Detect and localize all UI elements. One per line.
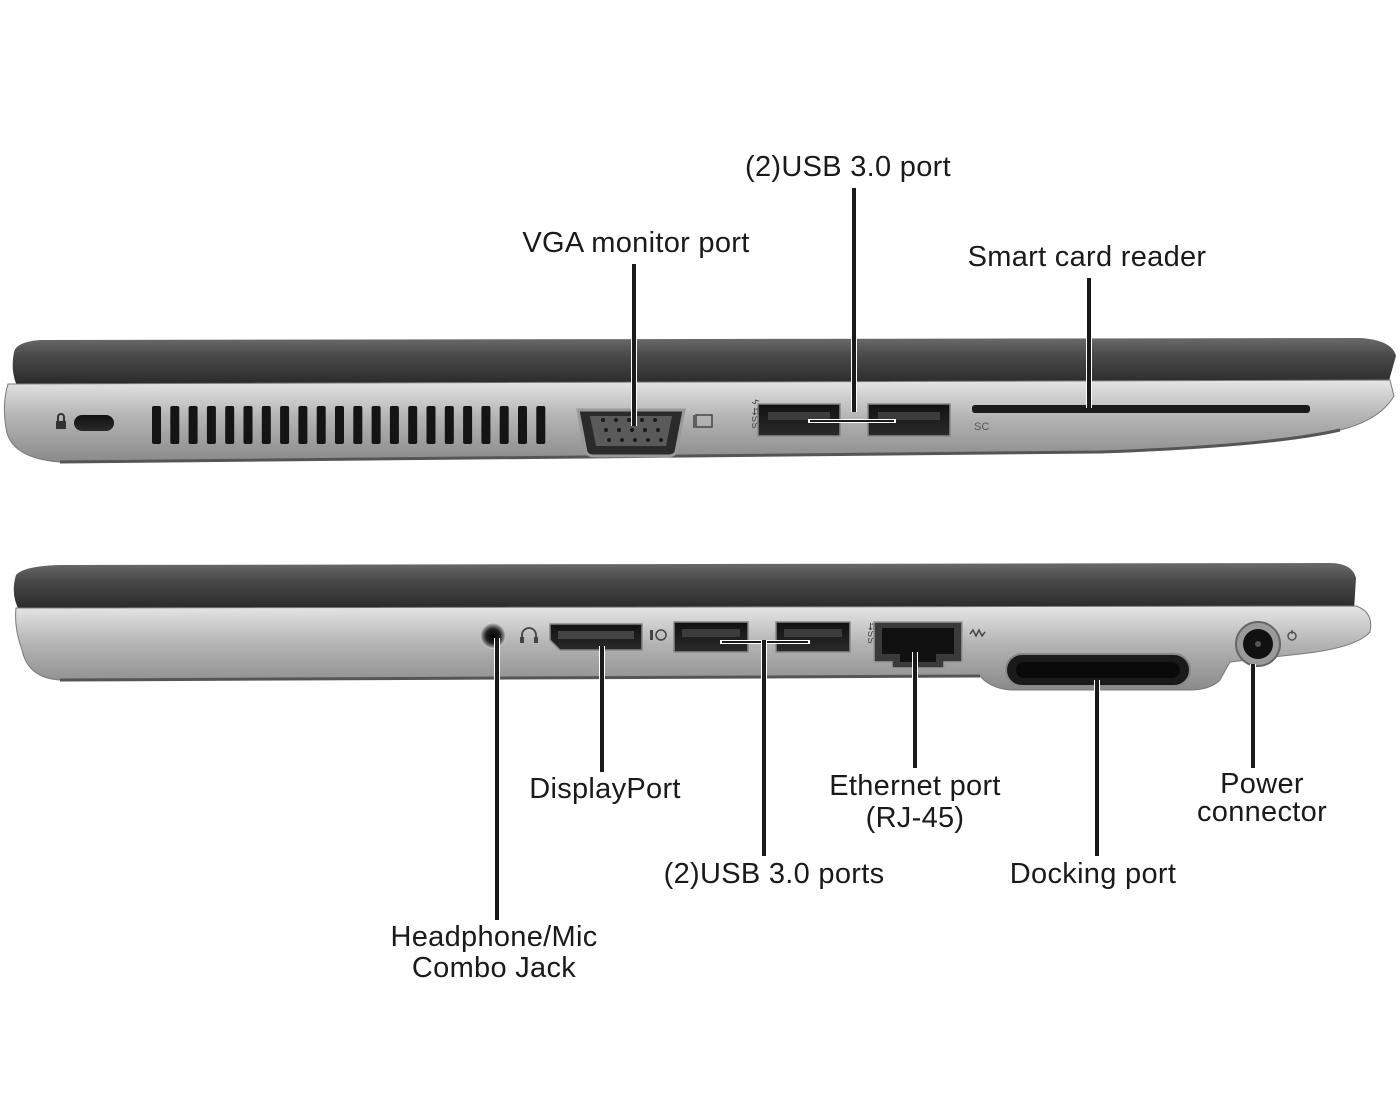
leader-displayport bbox=[599, 646, 605, 772]
vent-slot bbox=[389, 406, 399, 444]
vga-pin bbox=[620, 438, 624, 442]
lock-icon bbox=[56, 413, 66, 429]
leader-usb-top-branch bbox=[810, 420, 894, 422]
vga-pin bbox=[659, 438, 663, 442]
displayport-icon bbox=[650, 629, 667, 641]
vent-slot bbox=[371, 406, 381, 444]
vent-slot bbox=[353, 406, 363, 444]
vent-slot bbox=[243, 406, 253, 444]
vent-slot bbox=[152, 406, 161, 444]
label-headphone-line1: Headphone/Mic bbox=[390, 921, 598, 953]
label-usb-top: (2)USB 3.0 port bbox=[745, 151, 951, 183]
bottom-lid bbox=[13, 563, 1356, 612]
label-ethernet-line1: Ethernet port bbox=[829, 770, 1001, 802]
bottom-base-shadow bbox=[59, 674, 981, 682]
svg-text:SS⇆ ϟ: SS⇆ ϟ bbox=[751, 399, 762, 429]
vga-pin bbox=[627, 418, 631, 422]
leader-vga bbox=[631, 264, 637, 426]
label-usb-bottom: (2)USB 3.0 ports bbox=[663, 858, 885, 890]
vga-pins bbox=[601, 418, 663, 442]
vga-pin bbox=[630, 428, 634, 432]
vent-slot bbox=[408, 406, 418, 444]
vent-slot bbox=[298, 406, 308, 444]
label-docking: Docking port bbox=[1009, 858, 1177, 890]
vga-pin bbox=[614, 418, 618, 422]
vent-slot bbox=[316, 406, 326, 444]
top-base-shadow bbox=[59, 428, 1341, 464]
svg-text:SS⇆: SS⇆ bbox=[867, 622, 878, 644]
label-power-line1: Power bbox=[1220, 768, 1304, 800]
leader-docking bbox=[1094, 680, 1100, 856]
vent-slot bbox=[188, 406, 198, 444]
bottom-laptop-view: SS⇆ bbox=[13, 563, 1372, 691]
vga-pin bbox=[646, 438, 650, 442]
usb-icon: SS⇆ ϟ bbox=[751, 399, 762, 429]
vga-pin bbox=[656, 428, 660, 432]
vent-slot bbox=[463, 406, 473, 444]
ethernet-port bbox=[873, 621, 963, 669]
network-icon bbox=[969, 628, 986, 638]
top-laptop-view: SS⇆ ϟ SC bbox=[3, 338, 1397, 464]
smart-card-slot bbox=[972, 405, 1310, 413]
leader-power bbox=[1250, 664, 1256, 768]
vent-slot bbox=[206, 406, 216, 444]
vent-slot bbox=[225, 406, 235, 444]
leader-usb-bottom bbox=[761, 640, 767, 856]
vent-slot bbox=[280, 406, 290, 444]
vent-slot bbox=[170, 406, 180, 444]
vga-pin bbox=[633, 438, 637, 442]
vga-port bbox=[576, 408, 686, 458]
headphone-icon bbox=[520, 627, 538, 643]
leader-smartcard bbox=[1086, 278, 1092, 408]
vga-pin bbox=[607, 438, 611, 442]
top-lid bbox=[12, 338, 1397, 388]
label-power-line2: connector bbox=[1196, 796, 1328, 828]
docking-port bbox=[1005, 653, 1191, 687]
vent-slot bbox=[426, 406, 436, 444]
vga-pin bbox=[643, 428, 647, 432]
monitor-icon bbox=[693, 414, 713, 428]
vent-slot bbox=[499, 406, 509, 444]
vent-slot bbox=[444, 406, 454, 444]
vent-slot bbox=[261, 406, 271, 444]
label-smartcard: Smart card reader bbox=[967, 241, 1207, 273]
vent-slot bbox=[518, 406, 527, 444]
vga-pin bbox=[601, 418, 605, 422]
vga-pin bbox=[653, 418, 657, 422]
vent-slot bbox=[536, 406, 546, 444]
leader-usb-top bbox=[851, 188, 857, 412]
vent-slot bbox=[335, 406, 344, 444]
label-ethernet-line2: (RJ-45) bbox=[865, 802, 965, 834]
security-lock-slot bbox=[74, 415, 114, 431]
label-vga: VGA monitor port bbox=[522, 227, 750, 259]
vga-pin bbox=[617, 428, 621, 432]
power-icon bbox=[1287, 630, 1297, 641]
usb-icon: SS⇆ bbox=[867, 622, 878, 644]
leader-headphone bbox=[494, 638, 500, 920]
headphone-jack bbox=[480, 623, 506, 649]
smart-card-marking: SC bbox=[974, 421, 989, 433]
label-headphone-line2: Combo Jack bbox=[411, 952, 577, 984]
leader-ethernet bbox=[912, 652, 918, 768]
vent-slot bbox=[481, 406, 491, 444]
label-displayport: DisplayPort bbox=[529, 773, 681, 805]
vga-pin bbox=[640, 418, 644, 422]
cooling-vent bbox=[152, 406, 546, 444]
vga-pin bbox=[604, 428, 608, 432]
